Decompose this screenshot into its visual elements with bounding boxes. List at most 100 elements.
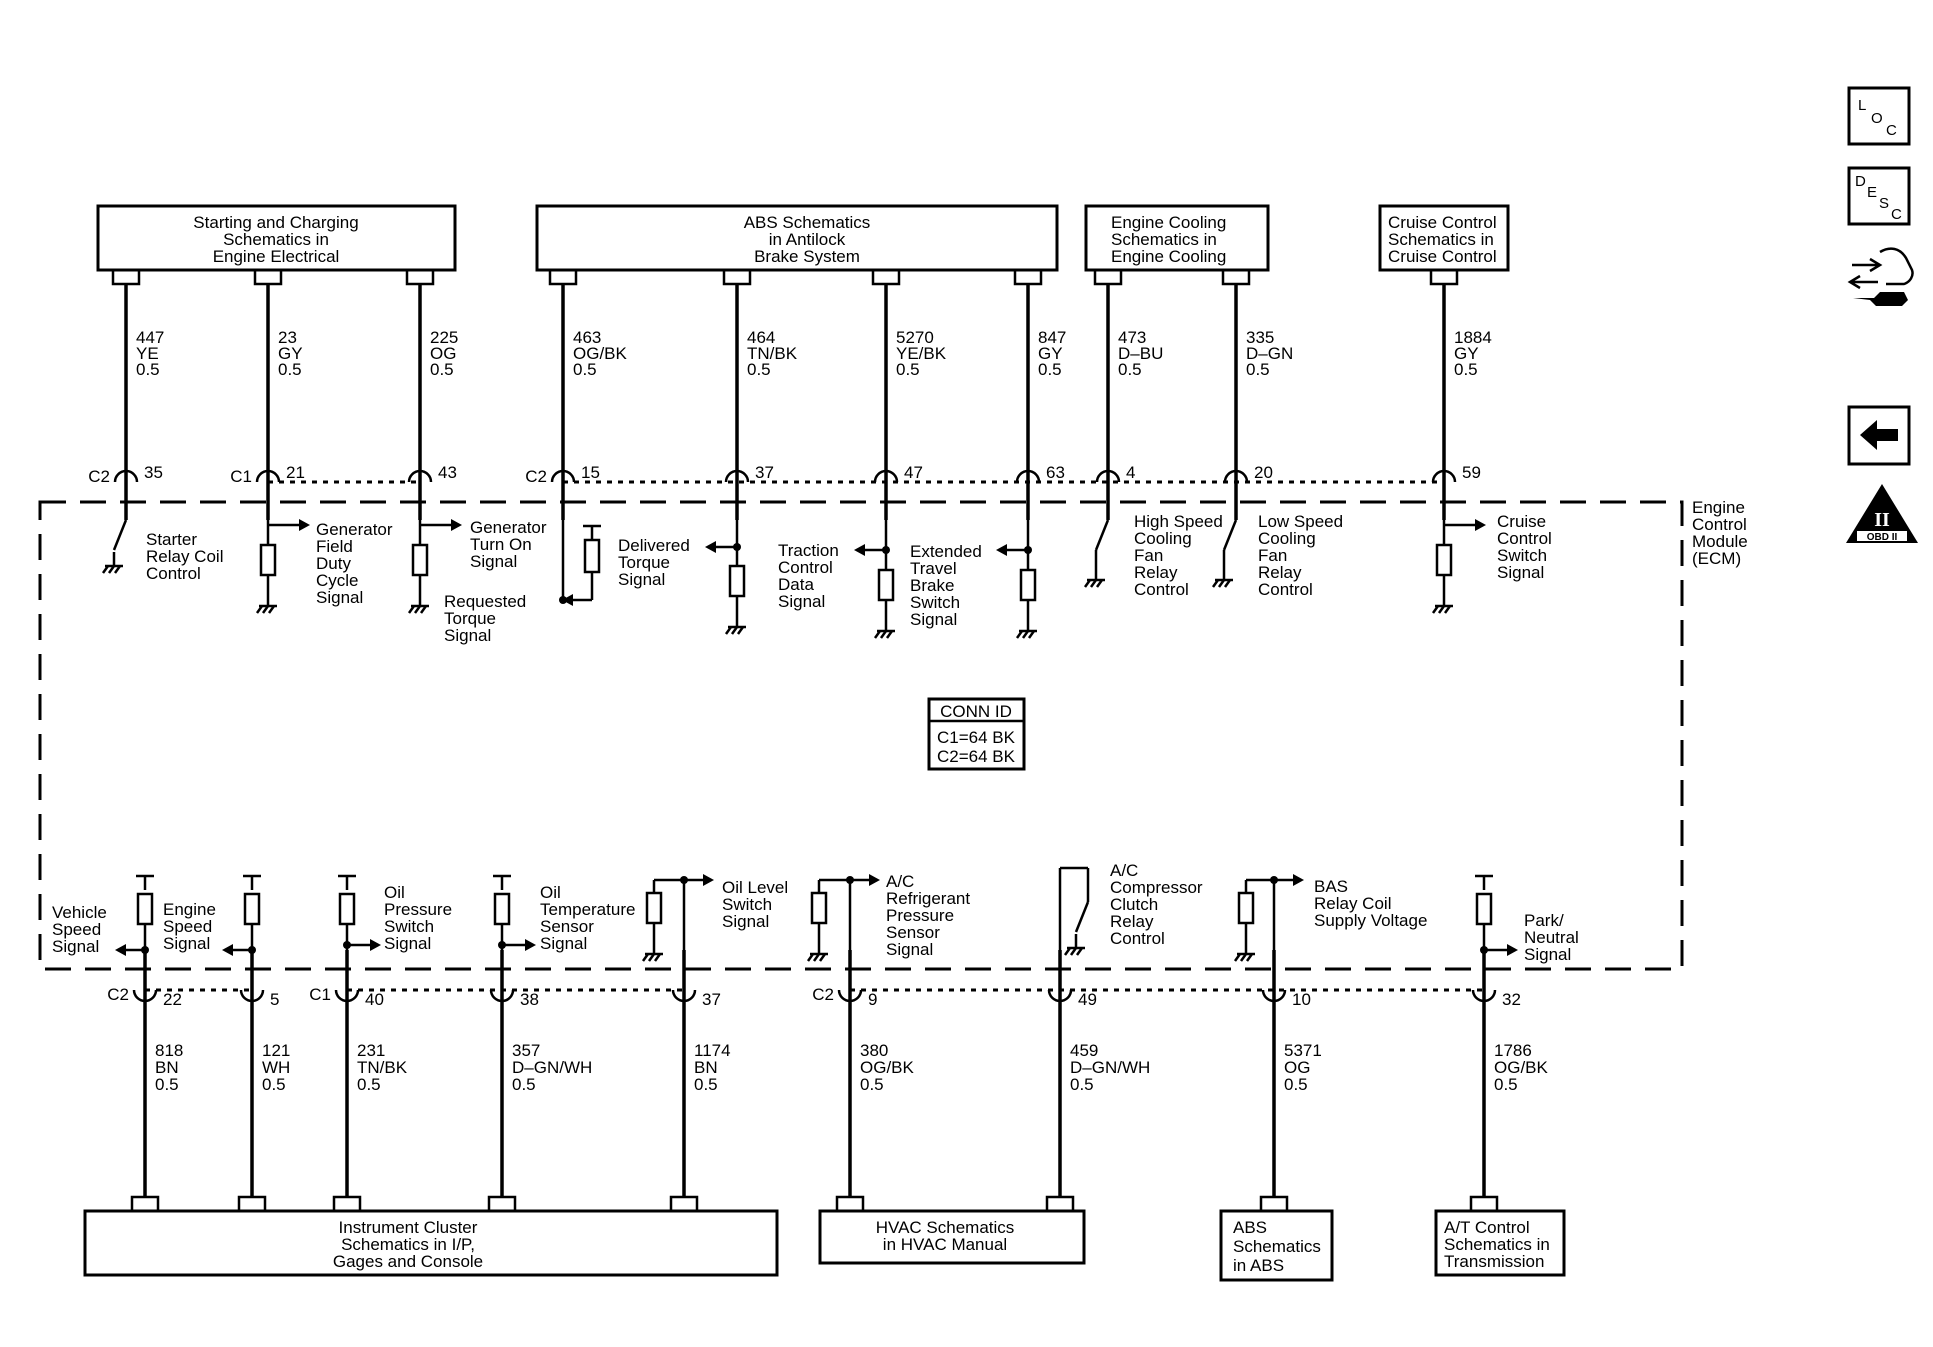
- wire-color: OG: [1284, 1058, 1310, 1077]
- circuit-number: 1884: [1454, 328, 1492, 347]
- pin-number: 49: [1078, 990, 1097, 1009]
- conn-id-c2: C2=64 BK: [937, 747, 1016, 766]
- wire-color: GY: [1454, 344, 1479, 363]
- signal-label: Oil: [384, 883, 405, 902]
- signal-label: Vehicle: [52, 903, 107, 922]
- wire-gauge: 0.5: [136, 360, 160, 379]
- wire-gauge: 0.5: [155, 1075, 179, 1094]
- signal-label: Sensor: [886, 923, 940, 942]
- signal-label: Speed: [163, 917, 212, 936]
- top-module-abs: ABS Schematics in Antilock Brake System: [535, 204, 1059, 272]
- signal-label: Signal: [722, 912, 769, 931]
- loc-letter: L: [1858, 97, 1866, 114]
- desc-letter: C: [1891, 206, 1902, 223]
- svg-text:Control: Control: [1692, 515, 1747, 534]
- signal-label: Torque: [618, 553, 670, 572]
- bottom-module-at-control: A/T Control Schematics in Transmission: [1434, 1209, 1566, 1277]
- circuit-number: 818: [155, 1041, 183, 1060]
- signal-label: Control: [1497, 529, 1552, 548]
- signal-label: Oil: [540, 883, 561, 902]
- connector-id: C2: [107, 985, 129, 1004]
- signal-label: Signal: [52, 937, 99, 956]
- module-line: ABS: [1233, 1218, 1267, 1237]
- connector-id: C2: [88, 467, 110, 486]
- pin-number: 40: [365, 990, 384, 1009]
- signal-label: Control: [146, 564, 201, 583]
- wire-gauge: 0.5: [1070, 1075, 1094, 1094]
- circuit-number: 225: [430, 328, 458, 347]
- back-arrow-icon: [1847, 405, 1911, 466]
- service-wrench-icon: [1847, 247, 1914, 306]
- wire-color: YE: [136, 344, 159, 363]
- module-line: Cruise Control: [1388, 213, 1497, 232]
- pin-number: 37: [702, 990, 721, 1009]
- signal-label: Generator: [316, 520, 393, 539]
- signal-label: Signal: [1524, 945, 1571, 964]
- wire-color: OG/BK: [1494, 1058, 1549, 1077]
- signal-label: Fan: [1134, 546, 1163, 565]
- signal-label: Signal: [316, 588, 363, 607]
- pin-number: 20: [1254, 463, 1273, 482]
- loc-icon: LOC: [1847, 86, 1911, 146]
- signal-label: Control: [778, 558, 833, 577]
- wire-gauge: 0.5: [694, 1075, 718, 1094]
- signal-label: Brake: [910, 576, 954, 595]
- wire-gauge: 0.5: [573, 360, 597, 379]
- signal-label: Signal: [618, 570, 665, 589]
- conn-id-title: CONN ID: [940, 702, 1012, 721]
- wire-gauge: 0.5: [262, 1075, 286, 1094]
- module-line: Engine Electrical: [213, 247, 340, 266]
- signal-label: Turn On: [470, 535, 532, 554]
- signal-label: Signal: [910, 610, 957, 629]
- signal-label: Park/: [1524, 911, 1564, 930]
- pin-number: 35: [144, 463, 163, 482]
- top-module-starting-charging: Starting and Charging Schematics in Engi…: [96, 204, 457, 272]
- signal-label: Switch: [1497, 546, 1547, 565]
- wire-color: GY: [1038, 344, 1063, 363]
- signal-label: Control: [1134, 580, 1189, 599]
- signal-label: Switch: [910, 593, 960, 612]
- signal-label: Sensor: [540, 917, 594, 936]
- signal-label: Traction: [778, 541, 839, 560]
- signal-label: Extended: [910, 542, 982, 561]
- signal-label: Field: [316, 537, 353, 556]
- module-line: ABS Schematics: [744, 213, 871, 232]
- signal-label: Fan: [1258, 546, 1287, 565]
- signal-label: High Speed: [1134, 512, 1223, 531]
- signal-label: Control: [1258, 580, 1313, 599]
- svg-text:Engine: Engine: [1692, 498, 1745, 517]
- wire-color: WH: [262, 1058, 290, 1077]
- module-line: HVAC Schematics: [876, 1218, 1015, 1237]
- pin-number: 9: [868, 990, 877, 1009]
- wire-color: OG/BK: [860, 1058, 915, 1077]
- connector-id: C2: [812, 985, 834, 1004]
- signal-label: Supply Voltage: [1314, 911, 1427, 930]
- circuit-number: 459: [1070, 1041, 1098, 1060]
- circuit-number: 5371: [1284, 1041, 1322, 1060]
- circuit-number: 5270: [896, 328, 934, 347]
- module-line: in Antilock: [769, 230, 846, 249]
- wire-color: YE/BK: [896, 344, 947, 363]
- wire-color: D–GN: [1246, 344, 1293, 363]
- module-line: Schematics in: [223, 230, 329, 249]
- module-line: Engine Cooling: [1111, 247, 1226, 266]
